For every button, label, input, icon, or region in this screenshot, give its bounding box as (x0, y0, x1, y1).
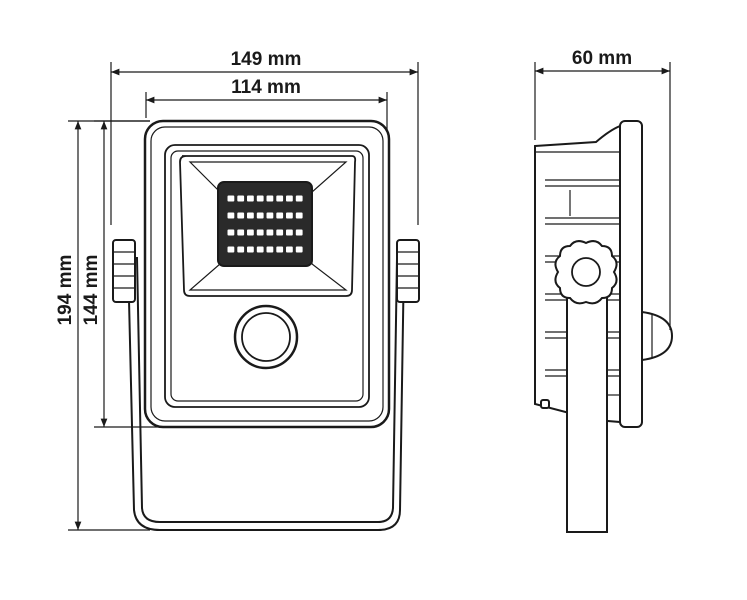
led-chip (256, 246, 264, 253)
led-chip (266, 212, 274, 219)
led-chip (276, 229, 284, 236)
led-chip (256, 195, 264, 202)
led-grid (227, 195, 303, 253)
side-sensor-dome (641, 310, 674, 362)
front-sensor-outer (233, 304, 299, 370)
left-knob (112, 239, 136, 303)
led-chip (276, 246, 284, 253)
side-knob (554, 240, 618, 305)
front-housing (143, 119, 391, 429)
led-module (217, 181, 313, 267)
led-chip (227, 229, 235, 236)
led-chip (286, 246, 293, 253)
dimension-lines (68, 62, 671, 531)
led-chip (247, 246, 254, 253)
front-sensor-inner (241, 312, 291, 362)
label-overall-height: 194 mm (55, 255, 76, 326)
label-housing-width: 114 mm (231, 77, 301, 98)
led-chip (227, 212, 235, 219)
led-chip (276, 195, 284, 202)
label-depth: 60 mm (572, 48, 632, 69)
led-chip (237, 229, 245, 236)
led-chip (256, 212, 264, 219)
led-chip (237, 195, 245, 202)
front-view (112, 119, 420, 531)
led-chip (295, 229, 303, 236)
led-chip (295, 195, 303, 202)
label-housing-height: 144 mm (81, 255, 102, 326)
led-chip (266, 246, 274, 253)
led-chip (227, 246, 235, 253)
side-bracket-arm (566, 269, 608, 533)
led-chip (295, 212, 303, 219)
side-front-plate (619, 120, 643, 428)
led-chip (237, 246, 245, 253)
led-chip (286, 212, 293, 219)
led-chip (286, 195, 293, 202)
front-inner-panel (164, 144, 370, 408)
led-chip (247, 195, 254, 202)
right-knob (396, 239, 420, 303)
led-chip (295, 246, 303, 253)
led-chip (247, 212, 254, 219)
led-chip (237, 212, 245, 219)
led-chip (266, 195, 274, 202)
led-chip (276, 212, 284, 219)
side-view (534, 120, 674, 533)
led-chip (247, 229, 254, 236)
led-chip (256, 229, 264, 236)
led-chip (266, 229, 274, 236)
reflector (179, 155, 357, 297)
label-overall-width: 149 mm (231, 49, 302, 70)
led-chip (227, 195, 235, 202)
led-chip (286, 229, 293, 236)
